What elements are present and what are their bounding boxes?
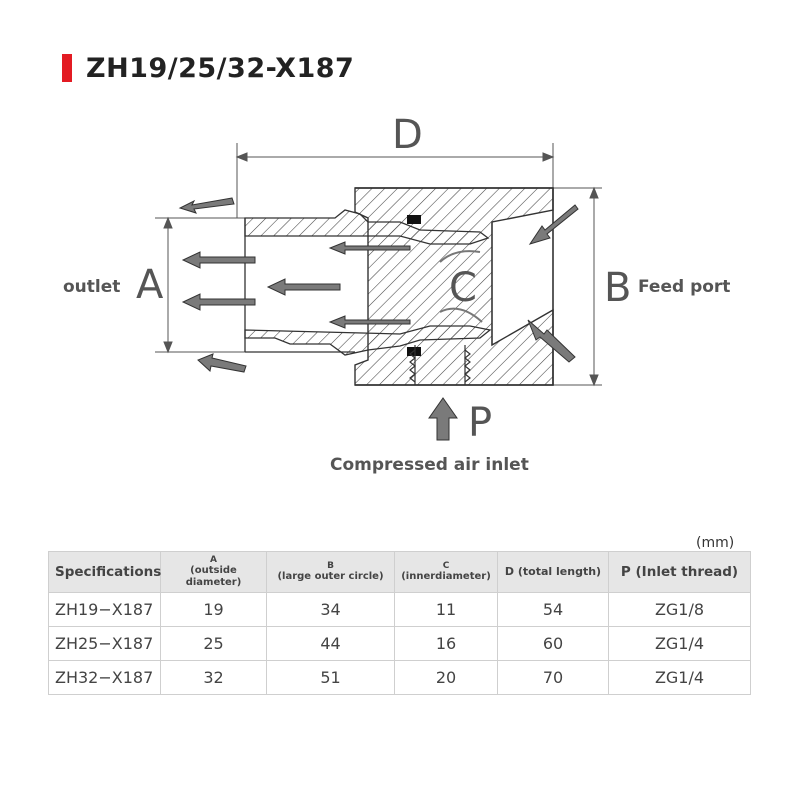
- inlet-label: Compressed air inlet: [330, 455, 529, 475]
- inner-nozzle-upper: [244, 209, 490, 245]
- arrow-inlet-up: [428, 397, 458, 441]
- table-row: ZH19−X187 19 34 11 54 ZG1/8: [48, 592, 751, 627]
- cell-a: 32: [160, 660, 267, 695]
- cell-p: ZG1/8: [608, 592, 751, 627]
- dim-a-label: A: [136, 262, 164, 308]
- inner-nozzle-lower: [244, 325, 492, 356]
- cell-model: ZH32−X187: [48, 660, 161, 695]
- arrow-inner-upper: [328, 241, 411, 255]
- cell-a: 25: [160, 626, 267, 661]
- header-b: B(large outer circle): [266, 551, 395, 593]
- cell-c: 11: [394, 592, 498, 627]
- cell-b: 44: [266, 626, 395, 661]
- bore-outline: [244, 218, 493, 353]
- o-ring-upper: [407, 215, 421, 224]
- cell-d: 70: [497, 660, 609, 695]
- dimension-b-line: [553, 186, 602, 387]
- page-title: ZH19/25/32-X187: [86, 52, 355, 84]
- header-d: D (total length): [497, 551, 609, 593]
- arrow-center: [266, 278, 341, 296]
- header-p: P (Inlet thread): [608, 551, 751, 593]
- arrow-feed-upper: [528, 204, 579, 245]
- table-row: ZH25−X187 25 44 16 60 ZG1/4: [48, 626, 751, 661]
- arrow-outlet-2: [181, 293, 256, 311]
- cell-c: 20: [394, 660, 498, 695]
- arrow-feed-lower: [527, 319, 576, 363]
- swirl-arrows: [439, 250, 483, 323]
- header-a: A(outside diameter): [160, 551, 267, 593]
- arrow-outlet-top: [178, 197, 235, 214]
- cell-model: ZH19−X187: [48, 592, 161, 627]
- cell-b: 51: [266, 660, 395, 695]
- inlet-port: [409, 345, 471, 385]
- header-c: C(innerdiameter): [394, 551, 498, 593]
- cell-d: 60: [497, 626, 609, 661]
- dimension-d-line: [235, 143, 555, 218]
- cell-c: 16: [394, 626, 498, 661]
- arrow-outlet-bottom: [197, 353, 247, 373]
- dim-p-label: P: [468, 400, 493, 446]
- cell-b: 34: [266, 592, 395, 627]
- feed-port-label: Feed port: [638, 277, 731, 297]
- outlet-label: outlet: [63, 277, 121, 297]
- dim-b-label: B: [604, 265, 632, 311]
- dim-d-label: D: [392, 112, 423, 158]
- arrow-inner-lower: [328, 315, 411, 329]
- table-header-row: Specifications A(outside diameter) B(lar…: [48, 551, 751, 593]
- cell-p: ZG1/4: [608, 626, 751, 661]
- cell-p: ZG1/4: [608, 660, 751, 695]
- dim-c-label: C: [449, 265, 477, 311]
- header-spec: Specifications: [48, 551, 161, 593]
- flow-arrows: [178, 197, 579, 441]
- title-block: ZH19/25/32-X187: [62, 50, 354, 86]
- arrow-outlet-1: [181, 251, 256, 269]
- unit-label: (mm): [696, 535, 735, 551]
- spec-table: Specifications A(outside diameter) B(lar…: [48, 551, 751, 695]
- dimension-a-line: [155, 216, 245, 354]
- table-row: ZH32−X187 32 51 20 70 ZG1/4: [48, 660, 751, 695]
- cell-model: ZH25−X187: [48, 626, 161, 661]
- cell-d: 54: [497, 592, 609, 627]
- cell-a: 19: [160, 592, 267, 627]
- title-accent-bar: [62, 54, 72, 82]
